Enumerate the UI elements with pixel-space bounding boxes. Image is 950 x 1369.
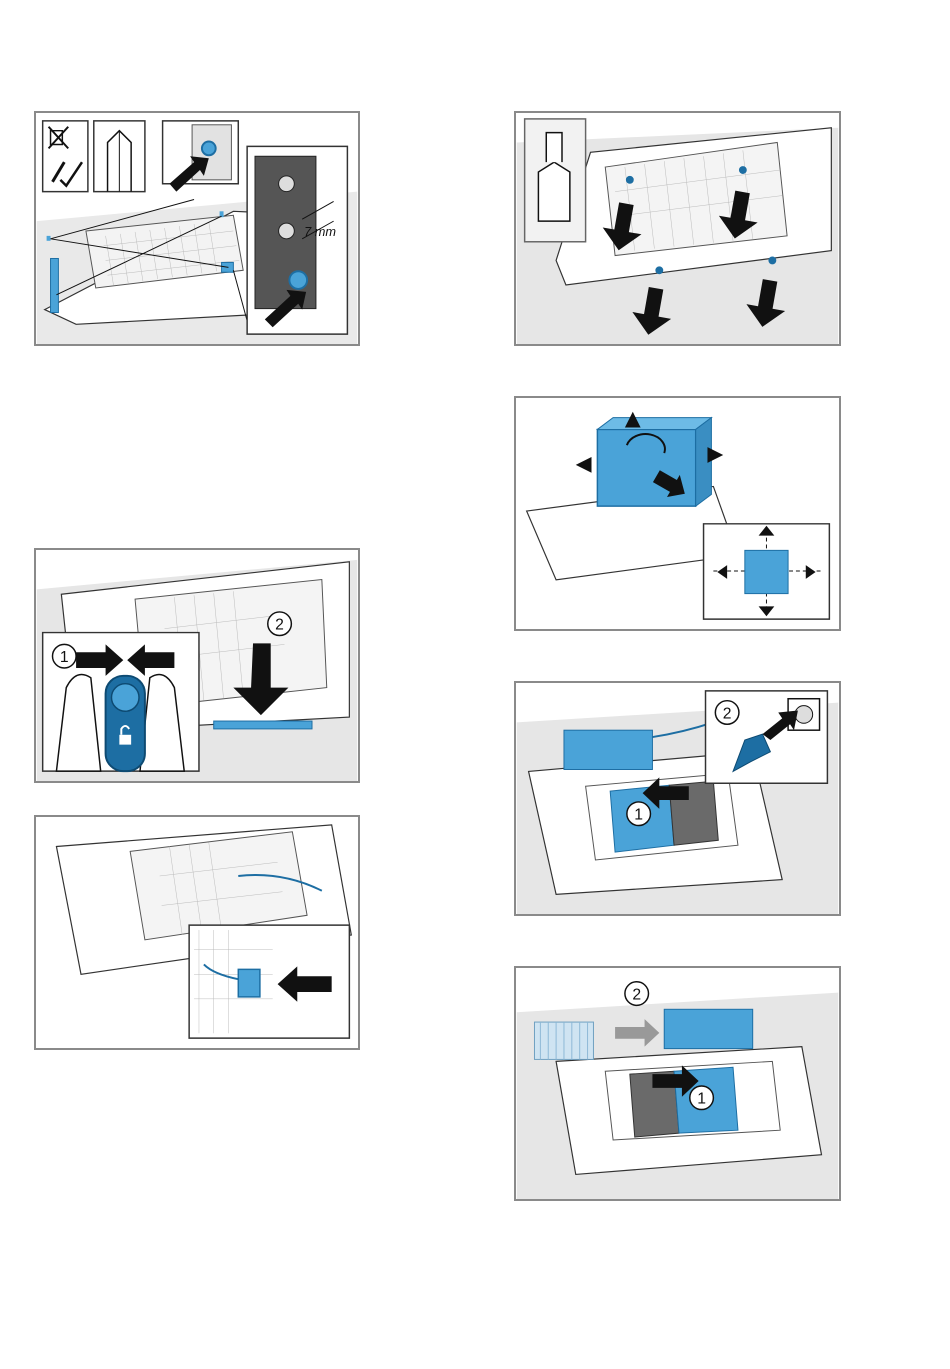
illustration-attach-duct: 2 1 [516, 968, 839, 1199]
illustration-connector [36, 817, 358, 1048]
step-number-1: 1 [697, 1091, 706, 1108]
detail-socket: 2 [706, 691, 828, 783]
illustration-unscrew-filter [516, 113, 839, 344]
step-number-1: 1 [634, 807, 643, 824]
arrow-right-icon [707, 447, 723, 463]
detail-centering [704, 524, 830, 619]
figure-panel-plug-in: 1 2 [514, 681, 841, 916]
detail-hand-press: 1 [43, 633, 199, 772]
blower-top [597, 418, 711, 430]
tool-icons [43, 121, 145, 192]
filter-rail [214, 721, 312, 729]
figure-panel-connector [34, 815, 360, 1050]
figure-panel-unlock-clip: 2 1 [34, 548, 360, 783]
detail-screw-bracket: 7 mm [247, 146, 347, 334]
torx-bit-icon [525, 119, 586, 242]
screw-point-left [47, 236, 51, 241]
arrow-left-icon [576, 457, 592, 473]
figure-panel-mount-screws: 7 mm [34, 111, 360, 346]
blower-box [664, 1009, 752, 1048]
dimension-label: 7 mm [304, 224, 336, 239]
mount-strip-left [51, 258, 59, 312]
step-number-1: 1 [60, 649, 69, 666]
illustration-unlock-clip: 2 1 [36, 550, 358, 781]
flex-duct [534, 1022, 593, 1059]
step-number-2: 2 [275, 617, 284, 634]
unlock-icon [119, 735, 131, 745]
illustration-plug-in: 1 2 [516, 683, 839, 914]
blower-box [597, 429, 695, 506]
step-number-2: 2 [723, 705, 732, 722]
step-number-2: 2 [632, 986, 641, 1003]
blower-box [564, 730, 652, 769]
detail-screw-top [163, 121, 239, 192]
illustration-mount-screws: 7 mm [36, 113, 358, 344]
detail-connector [189, 925, 349, 1038]
figure-panel-attach-duct: 2 1 [514, 966, 841, 1201]
illustration-position-blower [516, 398, 839, 629]
figure-panel-position-blower [514, 396, 841, 631]
figure-panel-unscrew-filter [514, 111, 841, 346]
